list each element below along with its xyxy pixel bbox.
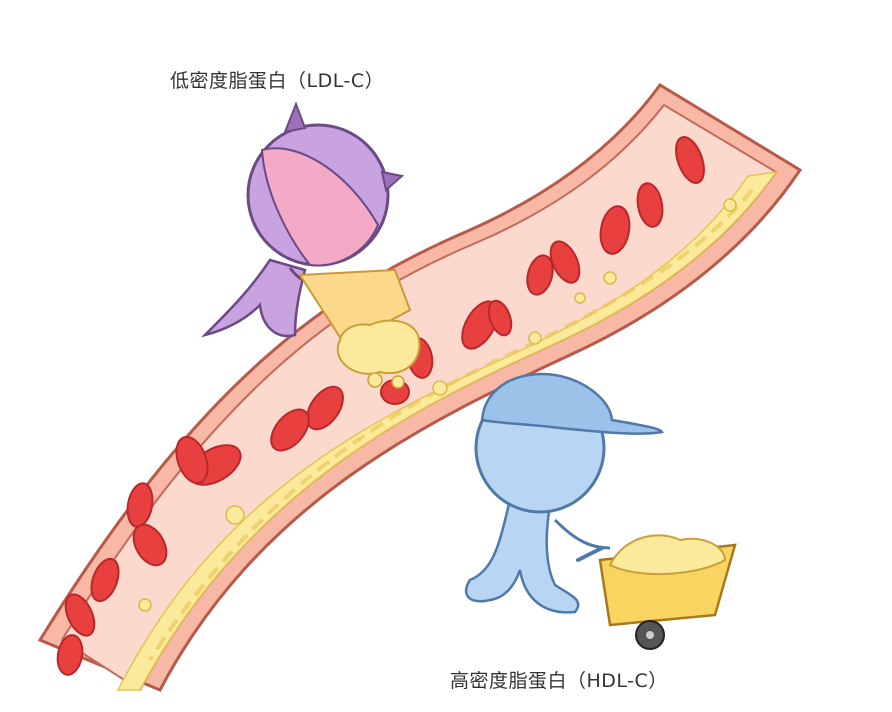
- blood-cell: [636, 182, 664, 228]
- blood-cell: [599, 205, 631, 255]
- cart-handle: [576, 546, 604, 562]
- ldl-character: [200, 101, 421, 389]
- ldl-plaque-chunk: [391, 375, 405, 389]
- blood-cell: [126, 482, 154, 528]
- plaque-crumbs: [138, 198, 737, 612]
- ldl-horn: [283, 101, 307, 134]
- hdl-character: [464, 372, 737, 650]
- ldl-band: [260, 147, 380, 267]
- ldl-drill: [298, 268, 412, 347]
- ldl-leg: [200, 258, 307, 338]
- hdl-arm: [553, 518, 611, 550]
- blood-cell: [175, 435, 209, 485]
- ldl-plaque-chunk: [367, 372, 383, 388]
- cart-load: [608, 534, 727, 576]
- hdl-label: 高密度脂蛋白（HDL-C）: [450, 670, 668, 692]
- blood-cell: [64, 593, 96, 637]
- blood-cell: [270, 408, 310, 452]
- blood-cell: [306, 385, 344, 431]
- ldl-plaque-chunk: [336, 319, 421, 375]
- blood-cell: [675, 136, 705, 184]
- hdl-cap: [480, 372, 664, 435]
- blood-cell: [526, 254, 554, 296]
- blood-cell: [56, 634, 84, 676]
- blood-cell: [132, 523, 168, 567]
- blood-cell: [549, 240, 581, 284]
- ldl-horn: [380, 170, 405, 192]
- plaque-edge: [148, 188, 754, 662]
- blood-cell: [90, 557, 120, 603]
- red-blood-cells: [56, 136, 705, 676]
- blood-cell: [487, 299, 513, 337]
- ldl-label: 低密度脂蛋白（LDL-C）: [170, 70, 385, 92]
- cart-hub: [646, 631, 654, 639]
- hdl-body: [464, 498, 580, 614]
